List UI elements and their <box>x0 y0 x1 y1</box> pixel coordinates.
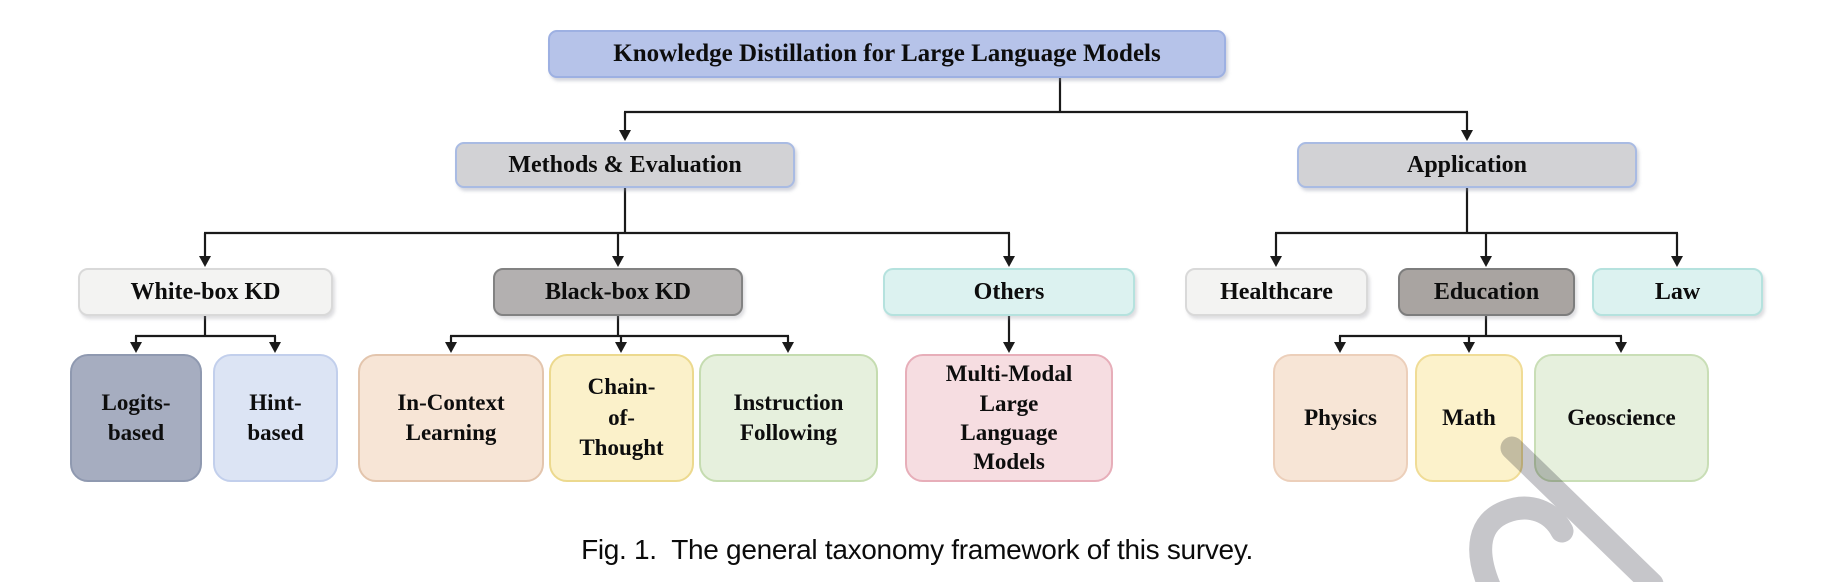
node-education: Education <box>1398 268 1575 316</box>
node-in-context-learning: In-Context Learning <box>358 354 544 482</box>
node-physics-label: Physics <box>1304 404 1377 430</box>
node-root-label: Knowledge Distillation for Large Languag… <box>613 40 1161 67</box>
node-application-label: Application <box>1406 151 1528 178</box>
node-education-label: Education <box>1433 278 1540 305</box>
node-cot-label: Chain- of- Thought <box>579 374 664 461</box>
node-others-label: Others <box>973 278 1045 305</box>
node-methods-label: Methods & Evaluation <box>508 151 742 178</box>
node-whitebox-label: White-box KD <box>130 278 281 305</box>
node-logits-based: Logits- based <box>70 354 202 482</box>
node-multi-modal-llm: Multi-Modal Large Language Models <box>905 354 1113 482</box>
node-math-label: Math <box>1442 404 1496 430</box>
node-others: Others <box>883 268 1135 316</box>
node-black-box-kd: Black-box KD <box>493 268 743 316</box>
node-methods-evaluation: Methods & Evaluation <box>455 142 795 188</box>
node-geoscience: Geoscience <box>1534 354 1709 482</box>
node-mmllm-label: Multi-Modal Large Language Models <box>945 361 1073 475</box>
node-physics: Physics <box>1273 354 1408 482</box>
node-blackbox-label: Black-box KD <box>544 278 691 305</box>
node-instruction-label: Instruction Following <box>733 389 844 445</box>
node-geoscience-label: Geoscience <box>1567 404 1676 430</box>
node-logits-label: Logits- based <box>101 389 171 445</box>
node-healthcare: Healthcare <box>1185 268 1368 316</box>
node-hint-based: Hint- based <box>213 354 338 482</box>
node-icl-label: In-Context Learning <box>397 389 505 445</box>
node-hint-label: Hint- based <box>247 389 304 445</box>
figure-caption: Fig. 1. The general taxonomy framework o… <box>581 534 1253 565</box>
node-chain-of-thought: Chain- of- Thought <box>549 354 694 482</box>
node-healthcare-label: Healthcare <box>1220 278 1333 305</box>
node-math: Math <box>1415 354 1523 482</box>
node-law: Law <box>1592 268 1763 316</box>
node-instruction-following: Instruction Following <box>699 354 878 482</box>
node-law-label: Law <box>1654 278 1701 305</box>
node-white-box-kd: White-box KD <box>78 268 333 316</box>
node-application: Application <box>1297 142 1637 188</box>
node-knowledge-distillation-root: Knowledge Distillation for Large Languag… <box>548 30 1226 78</box>
